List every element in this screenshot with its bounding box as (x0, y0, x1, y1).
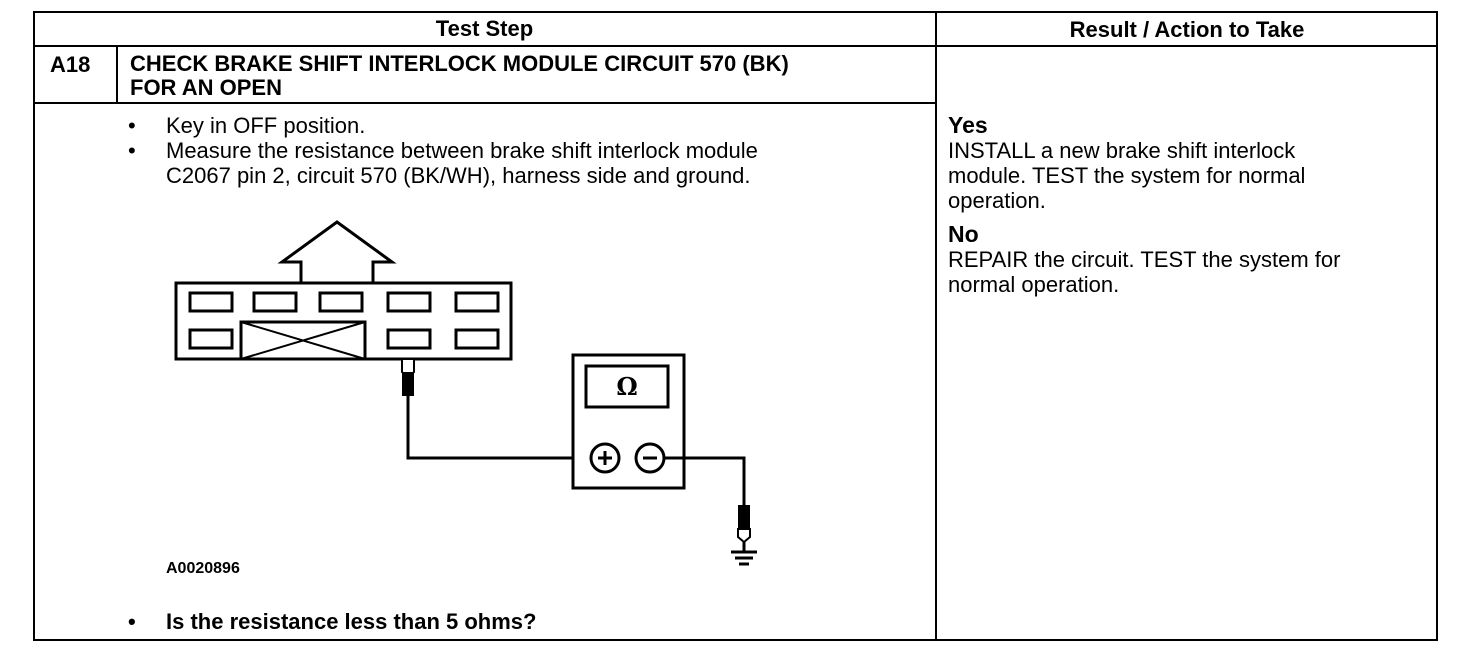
header-rule (33, 45, 1438, 47)
question-text: Is the resistance less than 5 ohms? (166, 609, 537, 634)
connector-pin (252, 291, 298, 313)
bullet-icon: • (128, 138, 136, 163)
test-step-table (33, 11, 1438, 641)
no-text-line: REPAIR the circuit. TEST the system for (948, 247, 1341, 272)
test-lead-negative (664, 456, 746, 505)
probe-tip-icon (401, 358, 415, 396)
header-result-action: Result / Action to Take (1069, 17, 1305, 42)
probe-tip-icon (737, 505, 751, 552)
connector-pin (386, 291, 432, 313)
instruction-text: Key in OFF position. (166, 113, 366, 138)
arrow-up-icon (277, 220, 397, 285)
column-divider (935, 11, 937, 641)
step-title: CHECK BRAKE SHIFT INTERLOCK MODULE CIRCU… (130, 52, 920, 100)
ground-icon (731, 550, 757, 566)
instruction-text: Measure the resistance between brake shi… (166, 138, 758, 163)
multimeter-display (584, 364, 670, 409)
yes-text-line: operation. (948, 188, 1046, 213)
connector-pin (454, 328, 500, 350)
step-id-divider (116, 45, 118, 103)
yes-text-line: module. TEST the system for normal (948, 163, 1306, 188)
connector-pin (188, 291, 234, 313)
yes-heading: Yes (948, 112, 988, 138)
connector-pin-2 (386, 328, 432, 350)
step-id: A18 (50, 52, 91, 77)
result-no: No REPAIR the circuit. TEST the system f… (948, 221, 1428, 298)
instruction-list: • Key in OFF position. • Measure the res… (128, 113, 758, 188)
header-test-step: Test Step (435, 16, 534, 41)
bullet-icon: • (128, 609, 136, 634)
step-title-line-2: FOR AN OPEN (130, 75, 282, 100)
ohm-symbol: Ω (616, 372, 637, 401)
figure-id: A0020896 (166, 560, 240, 577)
blanked-cavity (239, 320, 367, 361)
no-heading: No (948, 221, 979, 247)
yes-text-line: INSTALL a new brake shift interlock (948, 138, 1296, 163)
test-lead-positive (406, 396, 592, 460)
no-text-line: normal operation. (948, 272, 1120, 297)
result-yes: Yes INSTALL a new brake shift interlock … (948, 112, 1428, 214)
question: • Is the resistance less than 5 ohms? (128, 609, 536, 635)
instruction-item-continued: C2067 pin 2, circuit 570 (BK/WH), harnes… (128, 163, 758, 188)
bullet-icon: • (128, 113, 136, 138)
connector-pin (318, 291, 364, 313)
title-rule (33, 102, 936, 104)
step-title-line-1: CHECK BRAKE SHIFT INTERLOCK MODULE CIRCU… (130, 51, 789, 76)
instruction-item: • Measure the resistance between brake s… (128, 138, 758, 163)
instruction-text: C2067 pin 2, circuit 570 (BK/WH), harnes… (166, 163, 751, 188)
connector-pin (188, 328, 234, 350)
connector-pin (454, 291, 500, 313)
instruction-item: • Key in OFF position. (128, 113, 758, 138)
